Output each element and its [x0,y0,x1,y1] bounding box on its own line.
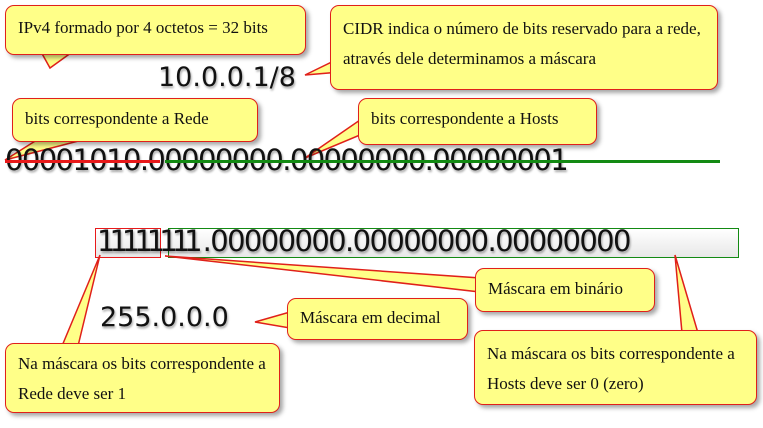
tail-mask-decimal [254,311,291,329]
callout-mask-binary: Máscara em binário [475,268,655,312]
network-underline [5,160,160,163]
callout-hosts-bits: bits correspondente a Hosts [358,98,597,145]
tail-mask-rede [60,254,101,347]
callout-rede-bits: bits correspondente a Rede [12,98,258,142]
mask-binary: 11111111.00000000.00000000.00000000 [97,224,632,258]
tail-mask-binary [164,255,481,293]
mask-network-box [95,228,161,258]
mask-hosts-box [168,228,739,258]
callout-ipv4: IPv4 formado por 4 octetos = 32 bits [5,5,306,55]
callout-mask-decimal: Máscara em decimal [287,298,468,340]
ip-address-cidr: 10.0.0.1/8 [158,62,296,93]
hosts-underline [165,160,720,163]
tail-mask-hosts [674,254,700,334]
mask-binary-network: 11111111 [97,224,203,258]
callout-mask-hosts: Na máscara os bits correspondente a Host… [474,330,757,405]
mask-binary-hosts: .00000000.00000000.00000000 [202,224,632,258]
callout-mask-rede: Na máscara os bits correspondente a Rede… [5,343,280,413]
mask-decimal: 255.0.0.0 [100,302,229,333]
callout-cidr: CIDR indica o número de bits reservado p… [330,5,718,90]
